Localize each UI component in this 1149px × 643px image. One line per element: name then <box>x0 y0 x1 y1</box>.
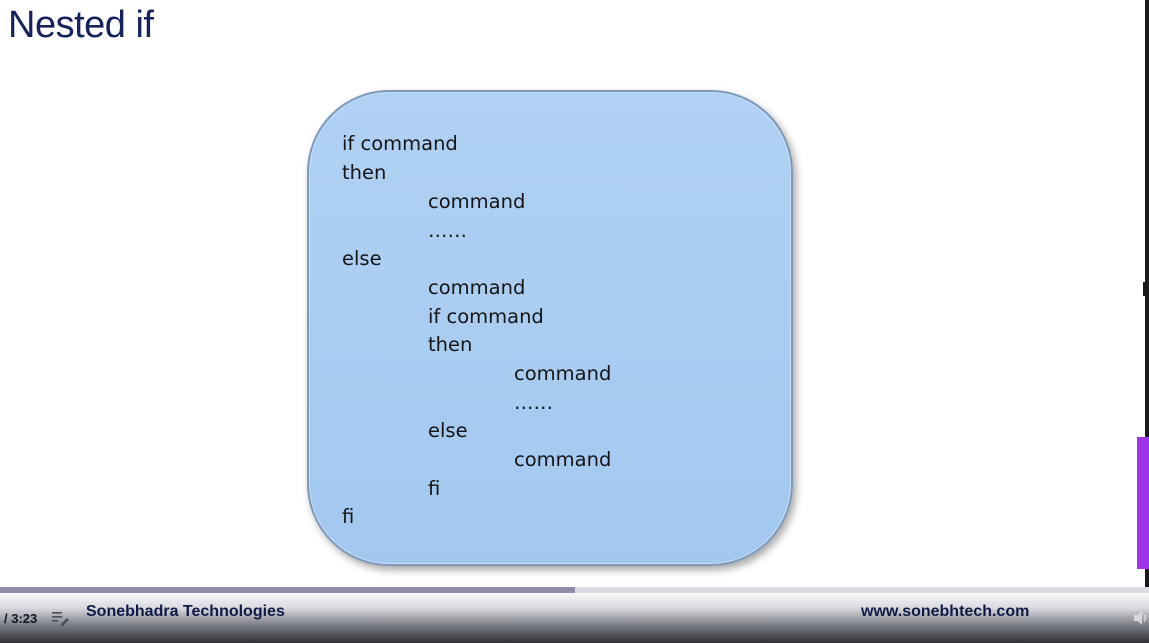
brand-name: Sonebhadra Technologies <box>86 603 285 620</box>
code-line: else <box>342 247 382 270</box>
code-line: if command <box>428 305 544 328</box>
code-line: …… <box>428 219 467 242</box>
code-line: fi <box>342 505 355 528</box>
window-edge-marker <box>1143 282 1149 296</box>
accent-strip <box>1137 437 1149 569</box>
playlist-icon[interactable] <box>52 610 70 626</box>
volume-icon[interactable] <box>1134 610 1149 626</box>
code-line: fi <box>428 477 441 500</box>
website-link[interactable]: www.sonebhtech.com <box>861 603 1030 620</box>
code-line: else <box>428 419 468 442</box>
slide-title: Nested if <box>8 4 154 46</box>
code-line: then <box>428 333 473 356</box>
code-line: command <box>514 362 612 385</box>
code-line: command <box>514 448 612 471</box>
progress-bar[interactable] <box>0 587 1149 593</box>
code-line: command <box>428 276 526 299</box>
code-line: command <box>428 190 526 213</box>
code-line: …… <box>514 391 553 414</box>
code-box: if command then command …… else command … <box>307 90 793 566</box>
player-controls: / 3:23 Sonebhadra Technologies www.soneb… <box>0 593 1149 643</box>
time-display: / 3:23 <box>4 611 38 626</box>
progress-fill <box>0 587 575 593</box>
code-line: then <box>342 161 387 184</box>
code-line: if command <box>342 132 458 155</box>
